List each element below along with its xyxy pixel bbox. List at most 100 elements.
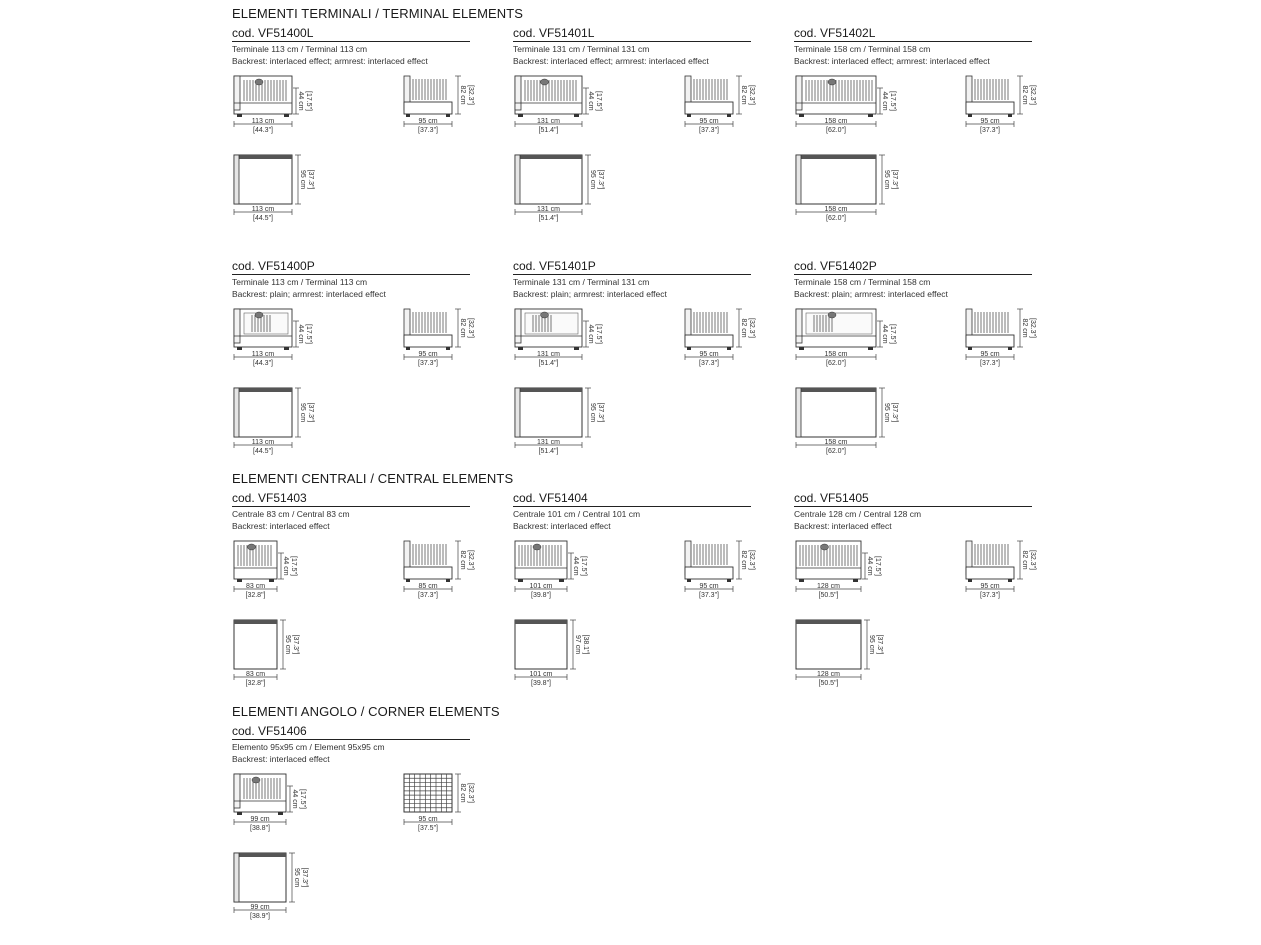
top-depth-dimension-label-inch: [38.1"] — [582, 635, 589, 655]
top-width-dimension-label-inch: [51.4"] — [539, 448, 559, 455]
side-height-dimension-label: 82 cm — [740, 318, 747, 337]
side-height-dimension-label-inch: [32.3"] — [467, 85, 474, 105]
section-title-terminal: ELEMENTI TERMINALI / TERMINAL ELEMENTS — [232, 6, 524, 21]
side-seat — [684, 334, 734, 348]
top-backrest — [515, 620, 567, 624]
element-size-description: Terminale 131 cm / Terminal 131 cm — [513, 44, 650, 54]
backrest-plain — [805, 312, 873, 335]
element-drawings: 101 cm[39.8"]44 cm[17.5"]95 cm[37.3"]82 … — [514, 540, 755, 687]
element-block: cod. VF51400L Terminale 113 cm / Terminal… — [232, 26, 474, 222]
side-foot-left — [968, 579, 972, 582]
cushion-knot — [827, 311, 837, 319]
element-drawings: 158 cm[62.0"]44 cm[17.5"]95 cm[37.3"]82 … — [795, 75, 1036, 222]
element-code: cod. VF51403 — [232, 491, 470, 507]
element-code: cod. VF51406 — [232, 724, 470, 740]
front-width-dimension-label: 113 cm — [252, 351, 275, 358]
side-width-dimension-label: 95 cm — [418, 118, 437, 125]
cushion-knot — [247, 543, 256, 551]
element-code: cod. VF51400L — [232, 26, 470, 42]
element-code: cod. VF51401L — [513, 26, 751, 42]
side-width-dimension-label-inch: [37.3"] — [418, 127, 438, 134]
top-view: 131 cm[51.4"]95 cm[37.3"] — [514, 154, 604, 222]
side-view: 95 cm[37.3"]82 cm[32.3"] — [965, 75, 1036, 134]
side-foot-right — [727, 347, 731, 350]
top-view: 131 cm[51.4"]95 cm[37.3"] — [514, 387, 604, 455]
top-depth-dimension-label-inch: [37.3"] — [597, 403, 604, 423]
side-height-dimension-label-inch: [32.3"] — [1029, 85, 1036, 105]
side-view: 95 cm[37.3"]82 cm[32.3"] — [684, 75, 755, 134]
element-size-description: Terminale 113 cm / Terminal 113 cm — [232, 44, 368, 54]
side-view: 95 cm[37.3"]82 cm[32.3"] — [684, 308, 755, 367]
front-foot-right — [559, 579, 564, 582]
front-foot-left — [237, 347, 242, 350]
front-armrest — [514, 75, 522, 111]
top-depth-dimension-label: 95 cm — [883, 403, 890, 422]
element-drawings: 131 cm[51.4"]44 cm[17.5"]95 cm[37.3"]82 … — [514, 308, 755, 455]
element-block: cod. VF51401L Terminale 131 cm / Terminal… — [513, 26, 755, 222]
element-finish-description: Backrest: interlaced effect — [513, 521, 611, 531]
seat-height-dimension-label: 44 cm — [881, 324, 888, 343]
top-width-dimension-label: 101 cm — [530, 671, 553, 678]
side-width-dimension-label-inch: [37.3"] — [699, 592, 719, 599]
front-width-dimension-label-inch: [44.3"] — [253, 127, 273, 134]
front-foot-right — [284, 347, 289, 350]
side-view: 95 cm[37.5"]82 cm[32.3"] — [403, 773, 474, 832]
top-outline — [233, 619, 278, 670]
top-view: 158 cm[62.0"]95 cm[37.3"] — [795, 154, 898, 222]
front-foot-left — [518, 579, 523, 582]
front-width-dimension-label: 101 cm — [530, 583, 553, 590]
front-width-dimension-label-inch: [38.8"] — [250, 825, 270, 832]
top-width-dimension-label-inch: [50.5"] — [819, 680, 839, 687]
front-armrest — [514, 308, 522, 344]
element-code: cod. VF51402P — [794, 259, 1032, 275]
side-height-dimension-label: 82 cm — [459, 550, 466, 569]
front-width-dimension-label-inch: [62.0"] — [826, 127, 846, 134]
seat-height-dimension-label-inch: [17.5"] — [305, 324, 312, 344]
top-width-dimension-label: 83 cm — [246, 671, 265, 678]
front-width-dimension-label-inch: [32.8"] — [246, 592, 266, 599]
seat-height-dimension-label: 44 cm — [297, 91, 304, 110]
side-foot-left — [968, 347, 972, 350]
top-width-dimension-label: 113 cm — [252, 206, 275, 213]
side-view: 95 cm[37.3"]82 cm[32.3"] — [403, 75, 474, 134]
side-width-dimension-label-inch: [37.3"] — [980, 127, 1000, 134]
element-size-description: Terminale 113 cm / Terminal 113 cm — [232, 277, 368, 287]
element-finish-description: Backrest: interlaced effect; armrest: in… — [232, 56, 428, 66]
side-foot-right — [446, 579, 450, 582]
side-height-dimension-label: 82 cm — [740, 550, 747, 569]
front-view: 113 cm[44.3"]44 cm[17.5"] — [233, 75, 312, 134]
seat-height-dimension-label: 44 cm — [587, 91, 594, 110]
side-seat — [965, 566, 1015, 580]
side-foot-left — [687, 114, 691, 117]
side-foot-right — [1008, 347, 1012, 350]
front-foot-right — [278, 812, 283, 815]
front-armrest — [795, 75, 803, 111]
top-width-dimension-label-inch: [62.0"] — [826, 448, 846, 455]
side-width-dimension-label-inch: [37.5"] — [418, 825, 438, 832]
seat-height-dimension-label-inch: [17.5"] — [290, 556, 297, 576]
element-finish-description: Backrest: interlaced effect; armrest: in… — [513, 56, 709, 66]
front-view: 158 cm[62.0"]44 cm[17.5"] — [795, 308, 896, 367]
element-code: cod. VF51400P — [232, 259, 470, 275]
cushion-knot — [827, 78, 837, 86]
top-width-dimension-label: 131 cm — [537, 439, 560, 446]
front-foot-right — [269, 579, 274, 582]
element-size-description: Terminale 131 cm / Terminal 131 cm — [513, 277, 650, 287]
top-view: 113 cm[44.5"]95 cm[37.3"] — [233, 387, 314, 455]
backrest-plain — [243, 312, 289, 335]
side-height-dimension-label-inch: [32.3"] — [467, 550, 474, 570]
top-depth-dimension-label: 95 cm — [589, 170, 596, 189]
cushion-knot — [540, 78, 549, 86]
side-seat — [965, 101, 1015, 115]
front-foot-left — [799, 114, 804, 117]
section-title-corner: ELEMENTI ANGOLO / CORNER ELEMENTS — [232, 704, 500, 719]
element-finish-description: Backrest: interlaced effect — [794, 521, 892, 531]
top-view: 99 cm[38.9"]95 cm[37.3"] — [233, 852, 308, 920]
side-width-dimension-label-inch: [37.3"] — [418, 592, 438, 599]
element-drawings: 158 cm[62.0"]44 cm[17.5"]95 cm[37.3"]82 … — [795, 308, 1036, 455]
front-width-dimension-label: 99 cm — [250, 816, 269, 823]
front-width-dimension-label-inch: [62.0"] — [826, 360, 846, 367]
side-height-dimension-label-inch: [32.3"] — [467, 783, 474, 803]
